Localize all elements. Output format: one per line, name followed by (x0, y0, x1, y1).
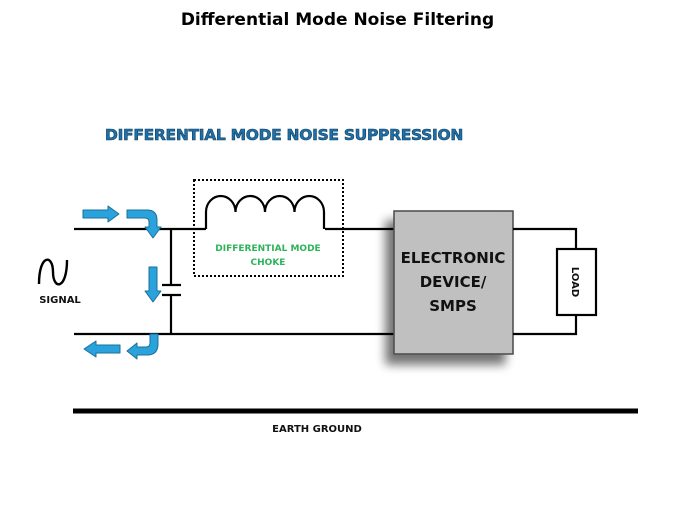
inductor-coil (204, 194, 326, 229)
electronic-device-box (393, 210, 514, 355)
choke-box (193, 179, 344, 277)
load-label: LOAD (569, 267, 580, 297)
capacitor (162, 229, 181, 334)
device-label-line1: ELECTRONIC (401, 249, 506, 267)
arrow-curve-left-icon (126, 333, 159, 360)
device-label-line3: SMPS (429, 297, 477, 315)
page-title: Differential Mode Noise Filtering (180, 10, 495, 30)
arrow-right-icon (82, 205, 120, 223)
load-wiring (513, 227, 578, 336)
arrow-curve-down-icon (126, 209, 162, 239)
signal-label: SIGNAL (39, 295, 81, 306)
device-label-line2: DEVICE/ (420, 273, 487, 291)
arrow-left-icon (83, 340, 121, 358)
load-box (555, 247, 598, 317)
earth-ground-label: EARTH GROUND (272, 424, 362, 435)
choke-label-line2: CHOKE (251, 258, 286, 268)
diagram-heading: DIFFERENTIAL MODE NOISE SUPPRESSION (105, 126, 463, 144)
choke-label-line1: DIFFERENTIAL MODE (215, 244, 320, 254)
sine-wave-icon (37, 258, 69, 286)
arrow-down-icon (144, 266, 162, 303)
